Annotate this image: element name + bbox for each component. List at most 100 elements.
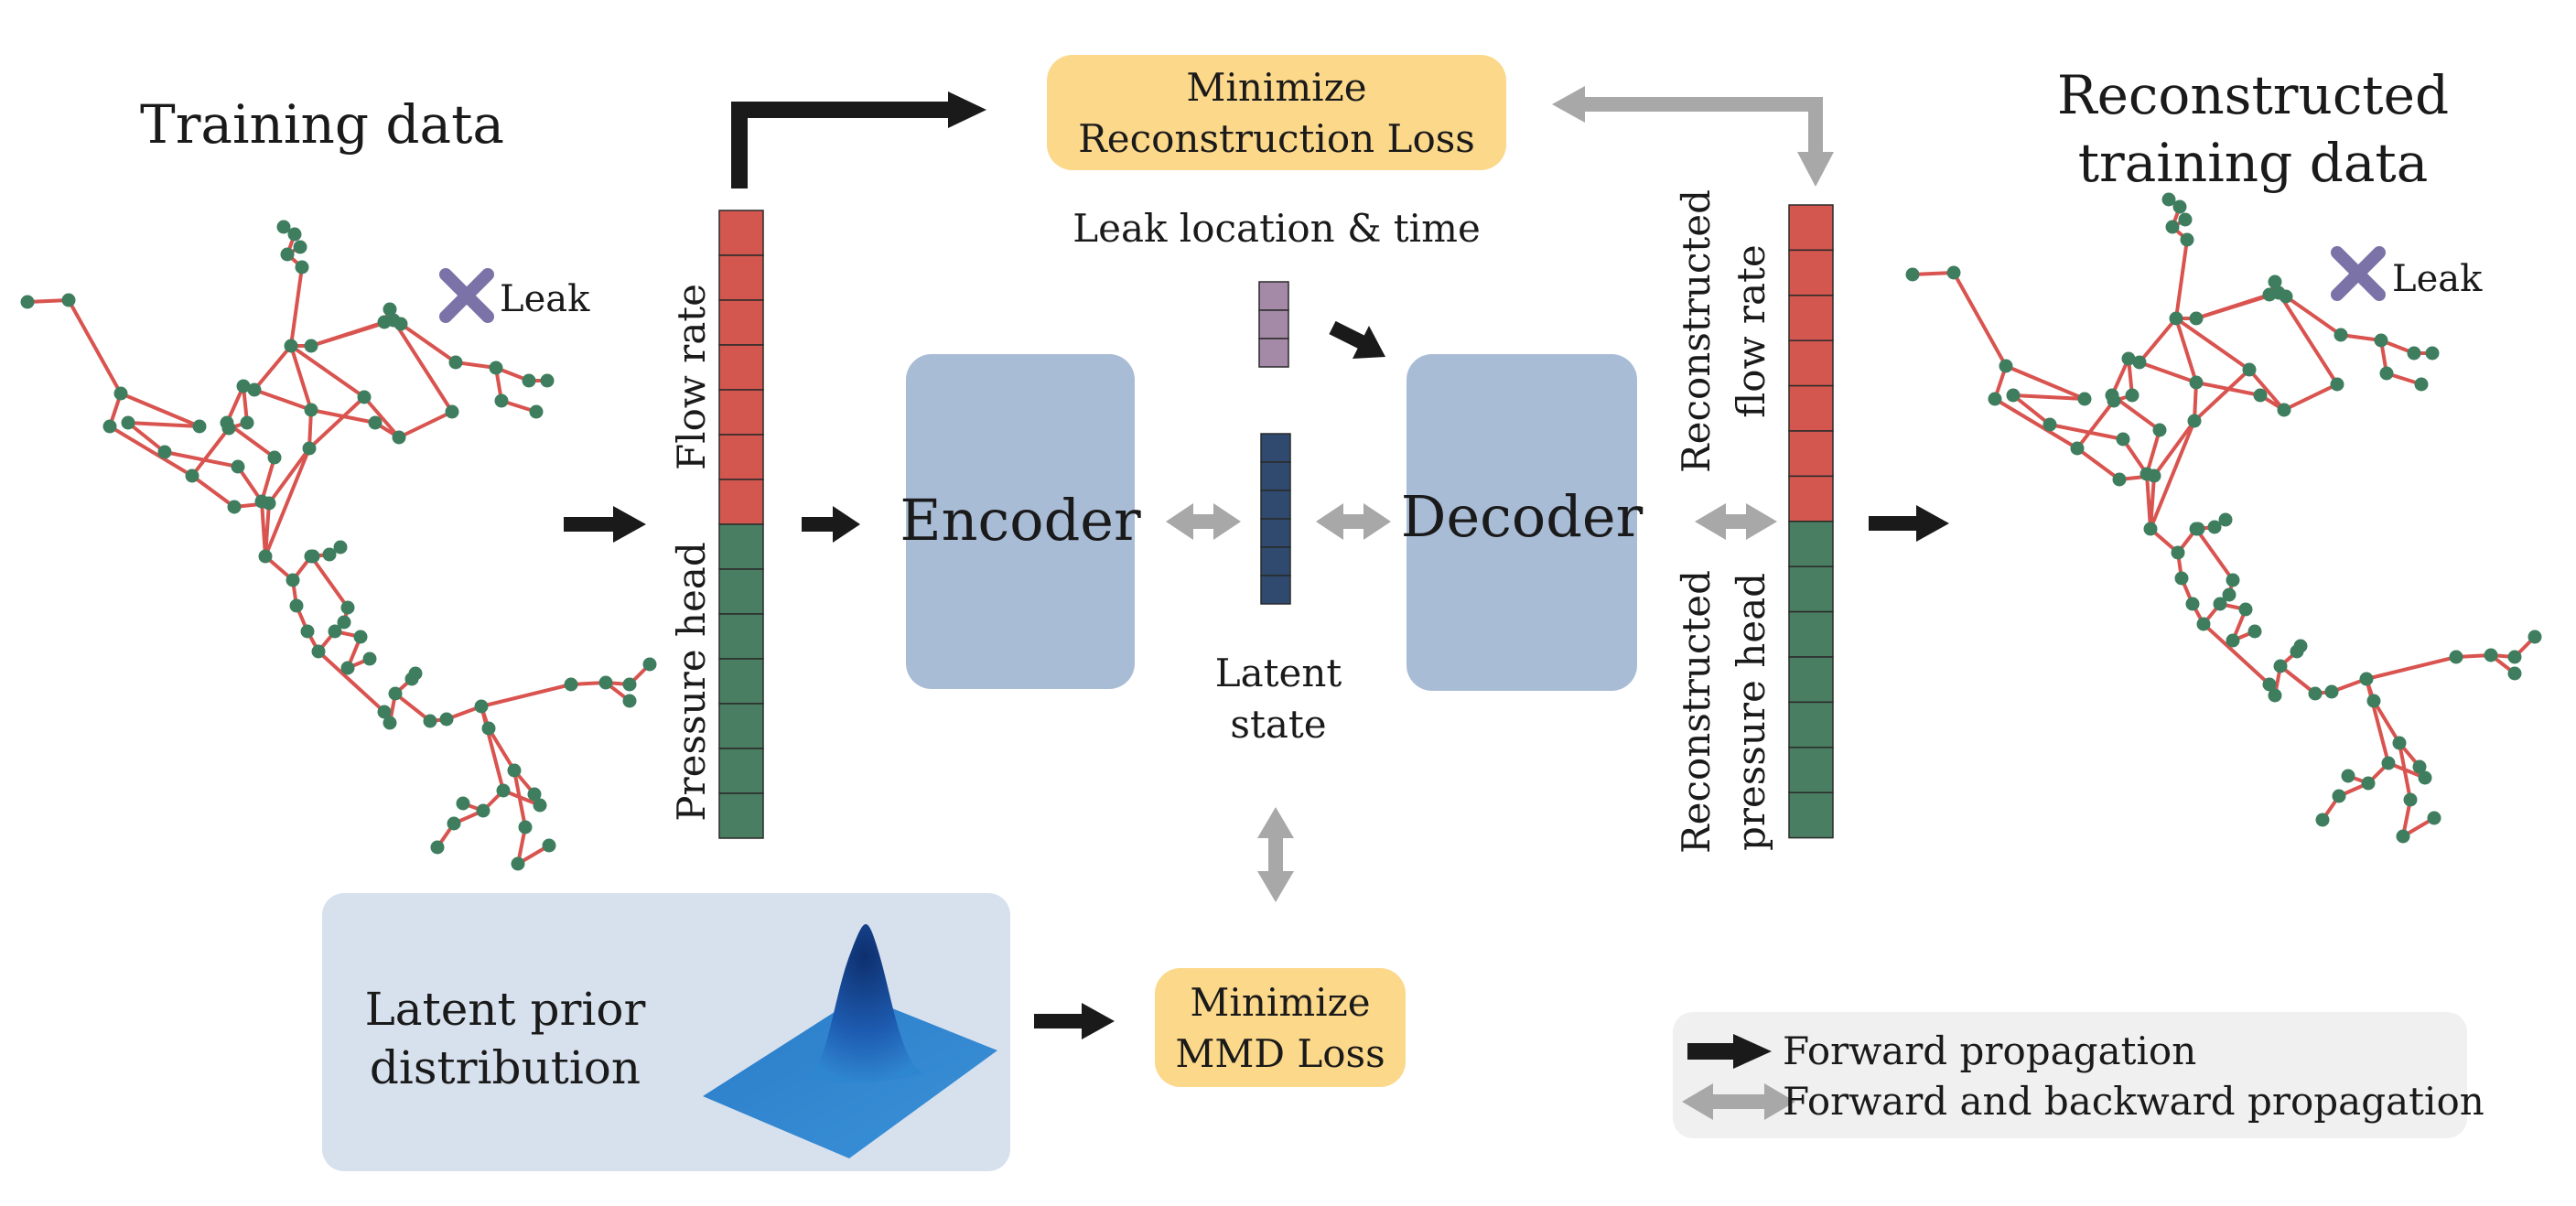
pipe-edge	[289, 344, 366, 399]
recon-pressure-head-cell	[1788, 747, 1834, 793]
junction-node	[522, 373, 536, 388]
flow-rate-label: Flow rate	[669, 284, 714, 470]
pipe-edge	[253, 344, 293, 392]
junction-node	[529, 404, 544, 419]
junction-node	[2359, 672, 2374, 686]
junction-node	[393, 317, 408, 331]
junction-node	[2172, 199, 2187, 214]
junction-node	[2332, 789, 2346, 803]
pipe-edge	[307, 395, 366, 450]
junction-node	[2180, 232, 2194, 247]
pipe-edge	[2372, 699, 2401, 745]
leak-vector-cell	[1258, 309, 1289, 339]
pipe-edge	[2195, 381, 2261, 397]
legend-box	[1673, 1012, 2467, 1138]
pipe-edge	[27, 298, 70, 304]
junction-node	[287, 227, 302, 242]
double-arrow-encoder-latent	[1166, 503, 1241, 540]
gaussian-surface	[703, 924, 997, 1158]
junction-node	[383, 716, 397, 730]
pipe-edge	[260, 457, 276, 502]
pressure-head-cell	[718, 658, 764, 705]
junction-node	[302, 441, 317, 456]
flow-rate-cell	[718, 434, 764, 480]
latent-prior-line1: Latent prior	[365, 983, 646, 1036]
recon-pressure-head-cell	[1788, 610, 1834, 658]
junction-node	[304, 403, 318, 417]
junction-node	[439, 712, 454, 727]
leak-vector	[1258, 281, 1289, 368]
junction-node	[2116, 432, 2130, 447]
junction-node	[2425, 346, 2440, 361]
pipe-edge	[2365, 678, 2390, 764]
recon-flow-rate-cell	[1788, 475, 1834, 522]
junction-node	[507, 763, 522, 778]
arrow-leak-to-decoder	[1329, 320, 1385, 359]
pipe-edge	[236, 465, 264, 503]
junction-node	[2196, 617, 2211, 631]
junction-node	[185, 468, 199, 483]
pipe-edge	[480, 705, 505, 791]
junction-node	[2006, 388, 2021, 403]
pipe-edge	[127, 421, 200, 428]
junction-node	[2253, 388, 2268, 403]
legend-forward-backward-text: Forward and backward propagation	[1783, 1079, 2484, 1124]
pipe-edge	[2174, 318, 2198, 383]
junction-node	[2407, 346, 2421, 361]
junction-node	[293, 240, 307, 254]
junction-node	[121, 415, 135, 430]
leak-label-right: Leak	[2392, 258, 2483, 300]
junction-node	[476, 803, 490, 818]
pipe-edge	[309, 555, 350, 609]
junction-node	[2247, 624, 2262, 639]
pipe-edge	[362, 395, 401, 439]
junction-node	[2381, 756, 2396, 770]
arrow-vector-to-encoder	[802, 506, 860, 543]
pressure-head-cell	[718, 748, 764, 794]
latent-vector-cell	[1260, 546, 1291, 576]
pipe-edge	[2194, 527, 2235, 582]
latent-vector-cell	[1260, 575, 1291, 605]
junction-node	[2242, 362, 2257, 377]
decoder-label: Decoder	[1401, 483, 1644, 550]
leak-marker-left	[439, 268, 494, 323]
pipe-edge	[164, 450, 239, 468]
pipe-edge	[289, 345, 313, 411]
junction-node	[2361, 776, 2376, 791]
junction-node	[311, 644, 326, 659]
recon-pressure-label-line1: Reconstructed	[1674, 570, 1719, 854]
leak-location-time-label: Leak location & time	[1072, 206, 1481, 251]
arrow-prior-to-mmd	[1034, 1003, 1115, 1039]
flow-rate-cell	[718, 210, 764, 256]
pipe-edge	[2277, 291, 2339, 386]
junction-node	[236, 379, 251, 393]
junction-node	[2268, 688, 2282, 703]
junction-node	[2273, 659, 2288, 673]
junction-node	[286, 573, 300, 587]
junction-node	[2207, 520, 2222, 534]
latent-vector	[1260, 433, 1291, 605]
junction-node	[2366, 694, 2381, 708]
latent-vector-cell	[1260, 490, 1291, 520]
training-data-title: Training data	[140, 93, 504, 156]
junction-node	[20, 295, 35, 309]
flow-rate-cell	[718, 254, 764, 301]
junction-node	[2191, 522, 2205, 536]
recon-pressure-head-cell	[1788, 565, 1834, 613]
pipe-edge	[310, 320, 385, 348]
pipe-edge	[260, 501, 267, 557]
recon-flow-rate-cell	[1788, 249, 1834, 296]
junction-node	[622, 694, 637, 708]
junction-node	[1988, 392, 2002, 406]
pipe-edge	[2075, 399, 2116, 450]
junction-node	[622, 677, 637, 692]
junction-node	[328, 624, 342, 639]
junction-node	[304, 339, 318, 353]
pipe-edge	[2121, 437, 2149, 476]
junction-node	[2178, 212, 2193, 227]
pressure-head-cell	[718, 792, 764, 839]
junction-node	[2132, 355, 2147, 370]
junction-node	[2484, 648, 2498, 662]
junction-node	[322, 547, 337, 562]
flow-rate-cell	[718, 344, 764, 391]
